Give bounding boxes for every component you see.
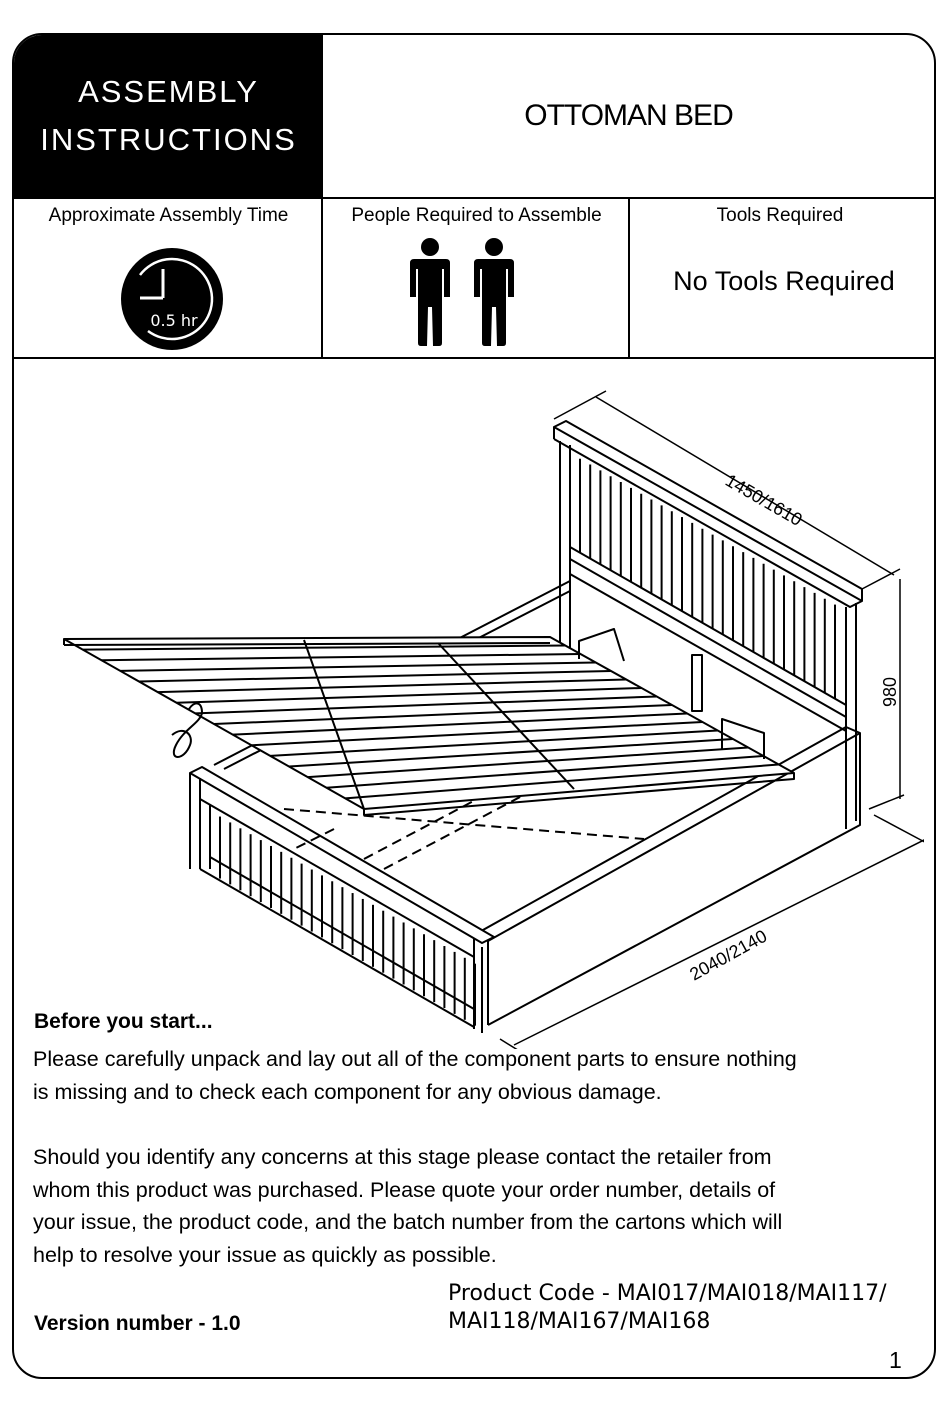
clock-time-value: 0.5 hr	[150, 311, 198, 330]
banner-line-1: ASSEMBLY	[78, 74, 259, 109]
platform-slat	[213, 704, 673, 725]
two-people-icon	[410, 238, 514, 346]
platform-slat	[176, 687, 642, 704]
tools-required-label: Tools Required	[716, 205, 844, 226]
instruction-sheet: ASSEMBLY INSTRUCTIONS OTTOMAN BED Approx…	[12, 33, 936, 1379]
pull-strap	[171, 702, 203, 758]
platform-slat	[307, 746, 749, 779]
product-code-line: Product Code - MAI017/MAI018/MAI117/	[448, 1281, 887, 1306]
platform-slat	[157, 678, 627, 694]
divider	[628, 197, 630, 359]
platform-slat	[232, 712, 688, 736]
ottoman-bed-diagram: 1450/1610 980 2040/2140	[63, 390, 924, 1049]
platform-slat	[138, 670, 612, 683]
platform-slat	[195, 695, 657, 715]
no-tools-required-text: No Tools Required	[673, 266, 895, 296]
headboard-slats	[579, 458, 836, 699]
assembly-time-label: Approximate Assembly Time	[48, 205, 289, 226]
product-title: OTTOMAN BED	[524, 99, 733, 132]
product-code: Product Code - MAI017/MAI018/MAI117/ MAI…	[448, 1280, 918, 1336]
intro-paragraph: Please carefully unpack and lay out all …	[33, 1043, 913, 1108]
platform-slat	[101, 653, 581, 662]
side-handle	[721, 718, 765, 759]
divider	[321, 197, 323, 359]
platform-slat	[345, 763, 779, 800]
platform-slat	[120, 661, 596, 672]
side-handle	[578, 628, 625, 662]
platform-slat	[82, 644, 566, 651]
paragraph-line: help to resolve your issue as quickly as…	[33, 1242, 497, 1267]
paragraph-line: whom this product was purchased. Please …	[33, 1177, 776, 1202]
divider	[14, 357, 934, 359]
height-dimension-label: 980	[880, 677, 900, 707]
paragraph-line: Should you identify any concerns at this…	[33, 1145, 772, 1169]
product-code-line: MAI118/MAI167/MAI168	[448, 1309, 711, 1334]
platform-slat	[326, 755, 764, 789]
paragraph-line: Please carefully unpack and lay out all …	[33, 1047, 797, 1071]
banner-line-2: INSTRUCTIONS	[40, 122, 297, 157]
before-you-start-heading: Before you start...	[34, 1010, 213, 1033]
footboard-slats	[219, 816, 476, 1026]
clock-icon: 0.5 hr	[121, 248, 223, 350]
person-icon	[474, 238, 514, 346]
platform-slat	[251, 721, 703, 747]
contact-paragraph: Should you identify any concerns at this…	[33, 1141, 913, 1271]
length-dimension-label: 2040/2140	[686, 926, 770, 985]
platform-slats	[82, 644, 779, 800]
paragraph-line: your issue, the product code, and the ba…	[33, 1210, 783, 1234]
version-number: Version number - 1.0	[34, 1312, 241, 1335]
dimension-lines	[499, 390, 924, 1049]
platform-slat	[270, 729, 718, 757]
people-required-label: People Required to Assemble	[351, 205, 602, 226]
divider	[321, 35, 323, 199]
paragraph-line: is missing and to check each component f…	[33, 1079, 662, 1104]
person-icon	[410, 238, 450, 346]
platform-slat	[288, 738, 734, 768]
page-number: 1	[889, 1347, 902, 1373]
assembly-instructions-banner: ASSEMBLY INSTRUCTIONS	[14, 35, 323, 197]
divider	[14, 197, 934, 199]
gas-lift-bracket	[691, 654, 703, 712]
headboard	[553, 420, 863, 829]
